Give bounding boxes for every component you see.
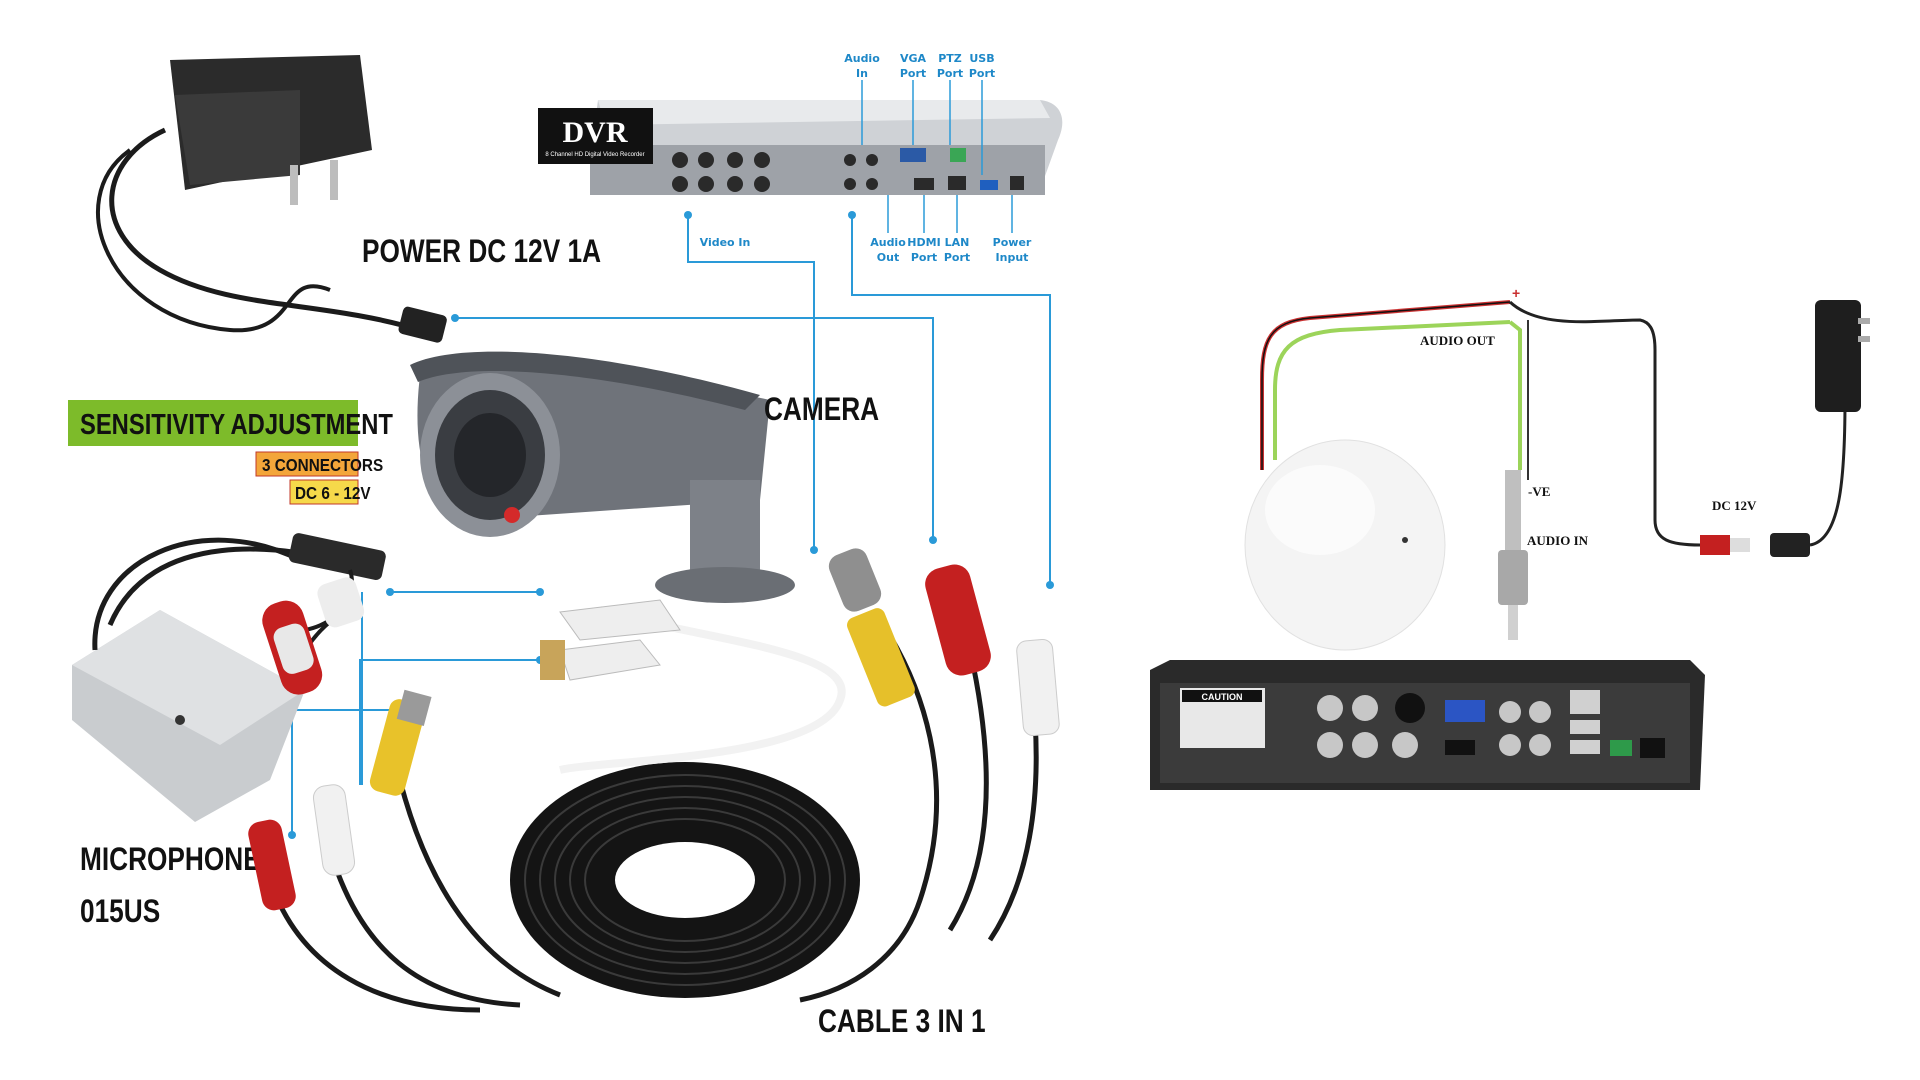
port-label-power-1: Power: [993, 236, 1032, 249]
port-label-video-in: Video In: [700, 236, 751, 249]
camera-label: CAMERA: [764, 393, 879, 428]
port-label-audio-out-2: Out: [877, 251, 899, 264]
ve-label: -VE: [1528, 484, 1550, 499]
microphone-label-1: MICROPHONE: [80, 843, 261, 878]
rear-dvr-image: [1150, 660, 1705, 790]
port-label-usb-1: USB: [969, 52, 994, 65]
dc-adapter-image: [1700, 300, 1870, 557]
dvr-bottom-port-leaders: [887, 195, 1013, 233]
port-label-hdmi-1: HDMI: [907, 236, 940, 249]
port-label-audio-out-1: Audio: [870, 236, 906, 249]
caution-label: CAUTION: [1202, 692, 1243, 702]
plus-mark: +: [1512, 285, 1520, 301]
voltage-text: DC 6 - 12V: [295, 483, 371, 503]
port-label-audio-in-2: In: [856, 67, 868, 80]
connectors-badge: [255, 451, 359, 477]
port-label-ptz-2: Port: [937, 67, 963, 80]
port-label-hdmi-2: Port: [911, 251, 937, 264]
dvr-logo-box: [538, 108, 653, 164]
port-label-audio-in-1: Audio: [844, 52, 880, 65]
port-label-usb-2: Port: [969, 67, 995, 80]
cable-label: CABLE 3 IN 1: [818, 1005, 986, 1040]
connectors-text: 3 CONNECTORS: [262, 455, 383, 475]
sensitivity-title: SENSITIVITY ADJUSTMENT: [80, 408, 393, 441]
dvr-logo: DVR: [563, 116, 628, 149]
port-label-lan-2: Port: [944, 251, 970, 264]
port-label-vga-2: Port: [900, 67, 926, 80]
camera-image: [410, 351, 795, 603]
dvr-bottom-port-labels: Video In Audio Out HDMI Port LAN Port Po…: [700, 236, 1032, 264]
connection-dots: [288, 211, 1054, 839]
dvr-top-port-labels: Audio In VGA Port PTZ Port USB Port: [844, 52, 995, 80]
audio-in-label: AUDIO IN: [1527, 533, 1589, 548]
cable-image: [248, 548, 1060, 1013]
port-label-vga-1: VGA: [900, 52, 927, 65]
microphone-label-2: 015US: [80, 895, 160, 930]
audio-out-label: AUDIO OUT: [1420, 333, 1495, 348]
rca-plug-image: [1498, 470, 1528, 640]
dvr-subtitle: 8 Channel HD Digital Video Recorder: [545, 152, 644, 158]
microphone-module-image: [72, 533, 386, 822]
mic-wires: [1260, 300, 1847, 547]
port-label-power-2: Input: [996, 251, 1029, 264]
dvr-image: [590, 100, 1063, 195]
golf-ball-mic-image: [1244, 439, 1446, 651]
power-label: POWER DC 12V 1A: [362, 235, 601, 270]
power-adapter-image: [96, 55, 447, 343]
sensitivity-box: [68, 400, 358, 446]
dc-label: DC 12V: [1712, 498, 1757, 513]
port-label-lan-1: LAN: [945, 236, 970, 249]
port-label-ptz-1: PTZ: [938, 52, 962, 65]
dvr-top-port-leaders: [861, 80, 983, 175]
voltage-badge: [289, 479, 359, 505]
